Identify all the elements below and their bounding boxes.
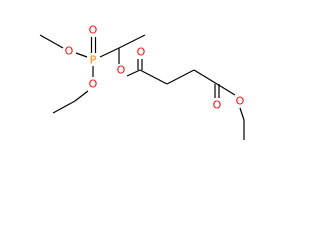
bond-o-ch2-right <box>239 107 245 121</box>
molecule-structure-diagram: O P O O O O O O <box>39 24 245 140</box>
bond-ch2-ch2 <box>166 69 195 85</box>
bond-ethyl-upper-cc <box>39 34 57 45</box>
atom-ethoxy-oxygen-lower: O <box>89 78 98 91</box>
bond-c-o-right <box>216 83 236 96</box>
atom-carbonyl-oxygen-left: O <box>137 46 146 59</box>
atom-ester-oxygen-left: O <box>117 64 126 77</box>
atom-phosphoryl-oxygen: O <box>89 24 98 37</box>
bond-ethyl-lower-cc <box>52 100 76 114</box>
bond-o-p-upper <box>75 52 88 58</box>
atom-carbonyl-oxygen-right: O <box>213 99 222 112</box>
bond-p-ch <box>99 47 120 58</box>
bond-o-ch2-lower <box>74 90 89 102</box>
bond-o-carbonyl-left <box>126 69 141 77</box>
atom-ester-oxygen-right: O <box>236 95 245 108</box>
bond-ch2-carbonyl-right <box>193 69 218 85</box>
bond-ethyl-upper-co <box>55 43 64 49</box>
bonds <box>39 34 245 140</box>
atom-labels: O P O O O O O O <box>65 24 245 112</box>
atom-ethoxy-oxygen-upper: O <box>65 45 74 58</box>
bond-ch-ch3 <box>118 34 146 49</box>
atom-phosphorus: P <box>90 54 97 67</box>
bond-c-ch2-a <box>139 69 168 85</box>
